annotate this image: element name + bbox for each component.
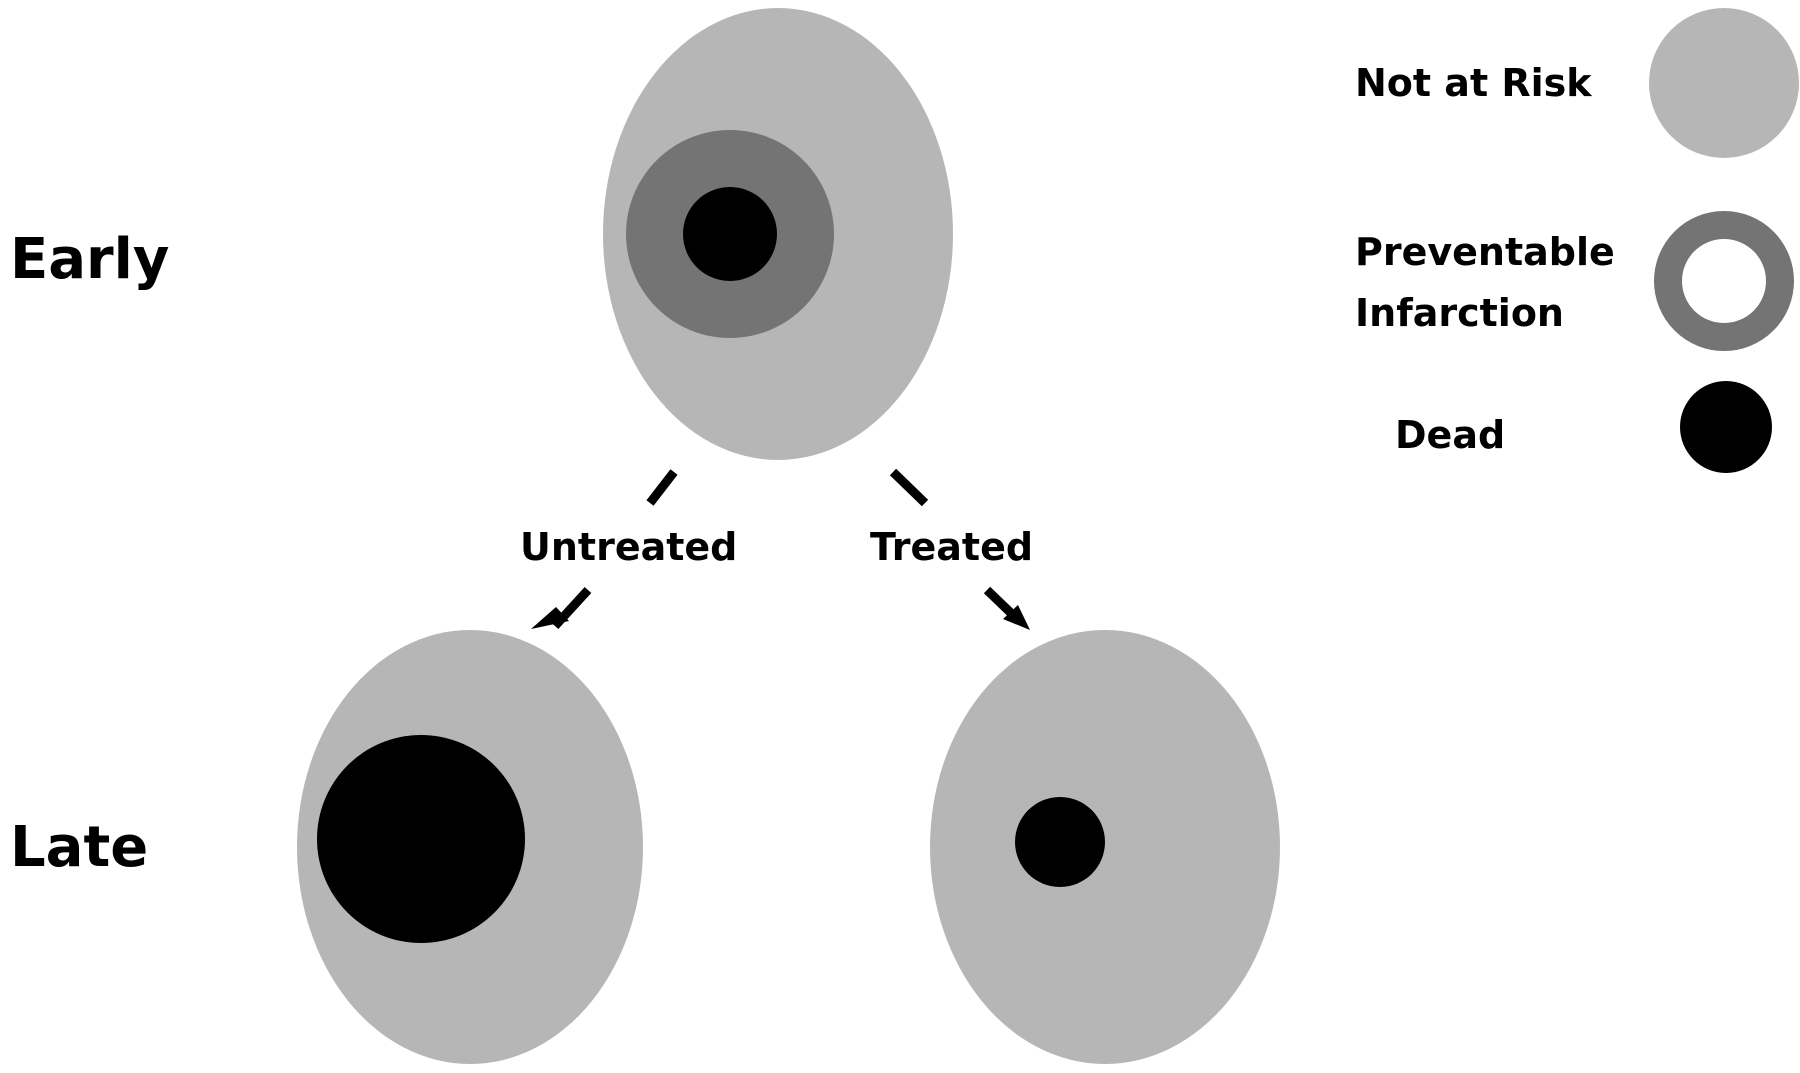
branch-label-treated: Treated (870, 525, 1033, 569)
legend-label-preventable-line1: Preventable (1355, 230, 1615, 274)
treated-branch-arrow (889, 468, 1030, 630)
legend-swatch-not-at-risk (1649, 8, 1799, 158)
untreated-branch-arrow (531, 469, 678, 630)
row-label-late: Late (10, 815, 148, 880)
legend-label-dead: Dead (1395, 413, 1505, 457)
late-untreated-myocardium (297, 630, 643, 1064)
legend-swatch-dead (1680, 381, 1772, 473)
early-dead-region (683, 187, 777, 281)
legend-label-preventable-line2: Infarction (1355, 291, 1564, 335)
row-label-early: Early (10, 227, 169, 292)
untreated-dead-region (317, 735, 525, 943)
early-myocardium (603, 8, 953, 460)
legend-swatch-preventable (1654, 211, 1794, 351)
legend-label-not-at-risk: Not at Risk (1355, 61, 1592, 105)
late-treated-myocardium (930, 630, 1280, 1064)
legend: Not at Risk Preventable Infarction Dead (1355, 8, 1799, 473)
treated-not-at-risk-region (930, 630, 1280, 1064)
treated-dead-region (1015, 797, 1105, 887)
branch-label-untreated: Untreated (520, 525, 737, 569)
